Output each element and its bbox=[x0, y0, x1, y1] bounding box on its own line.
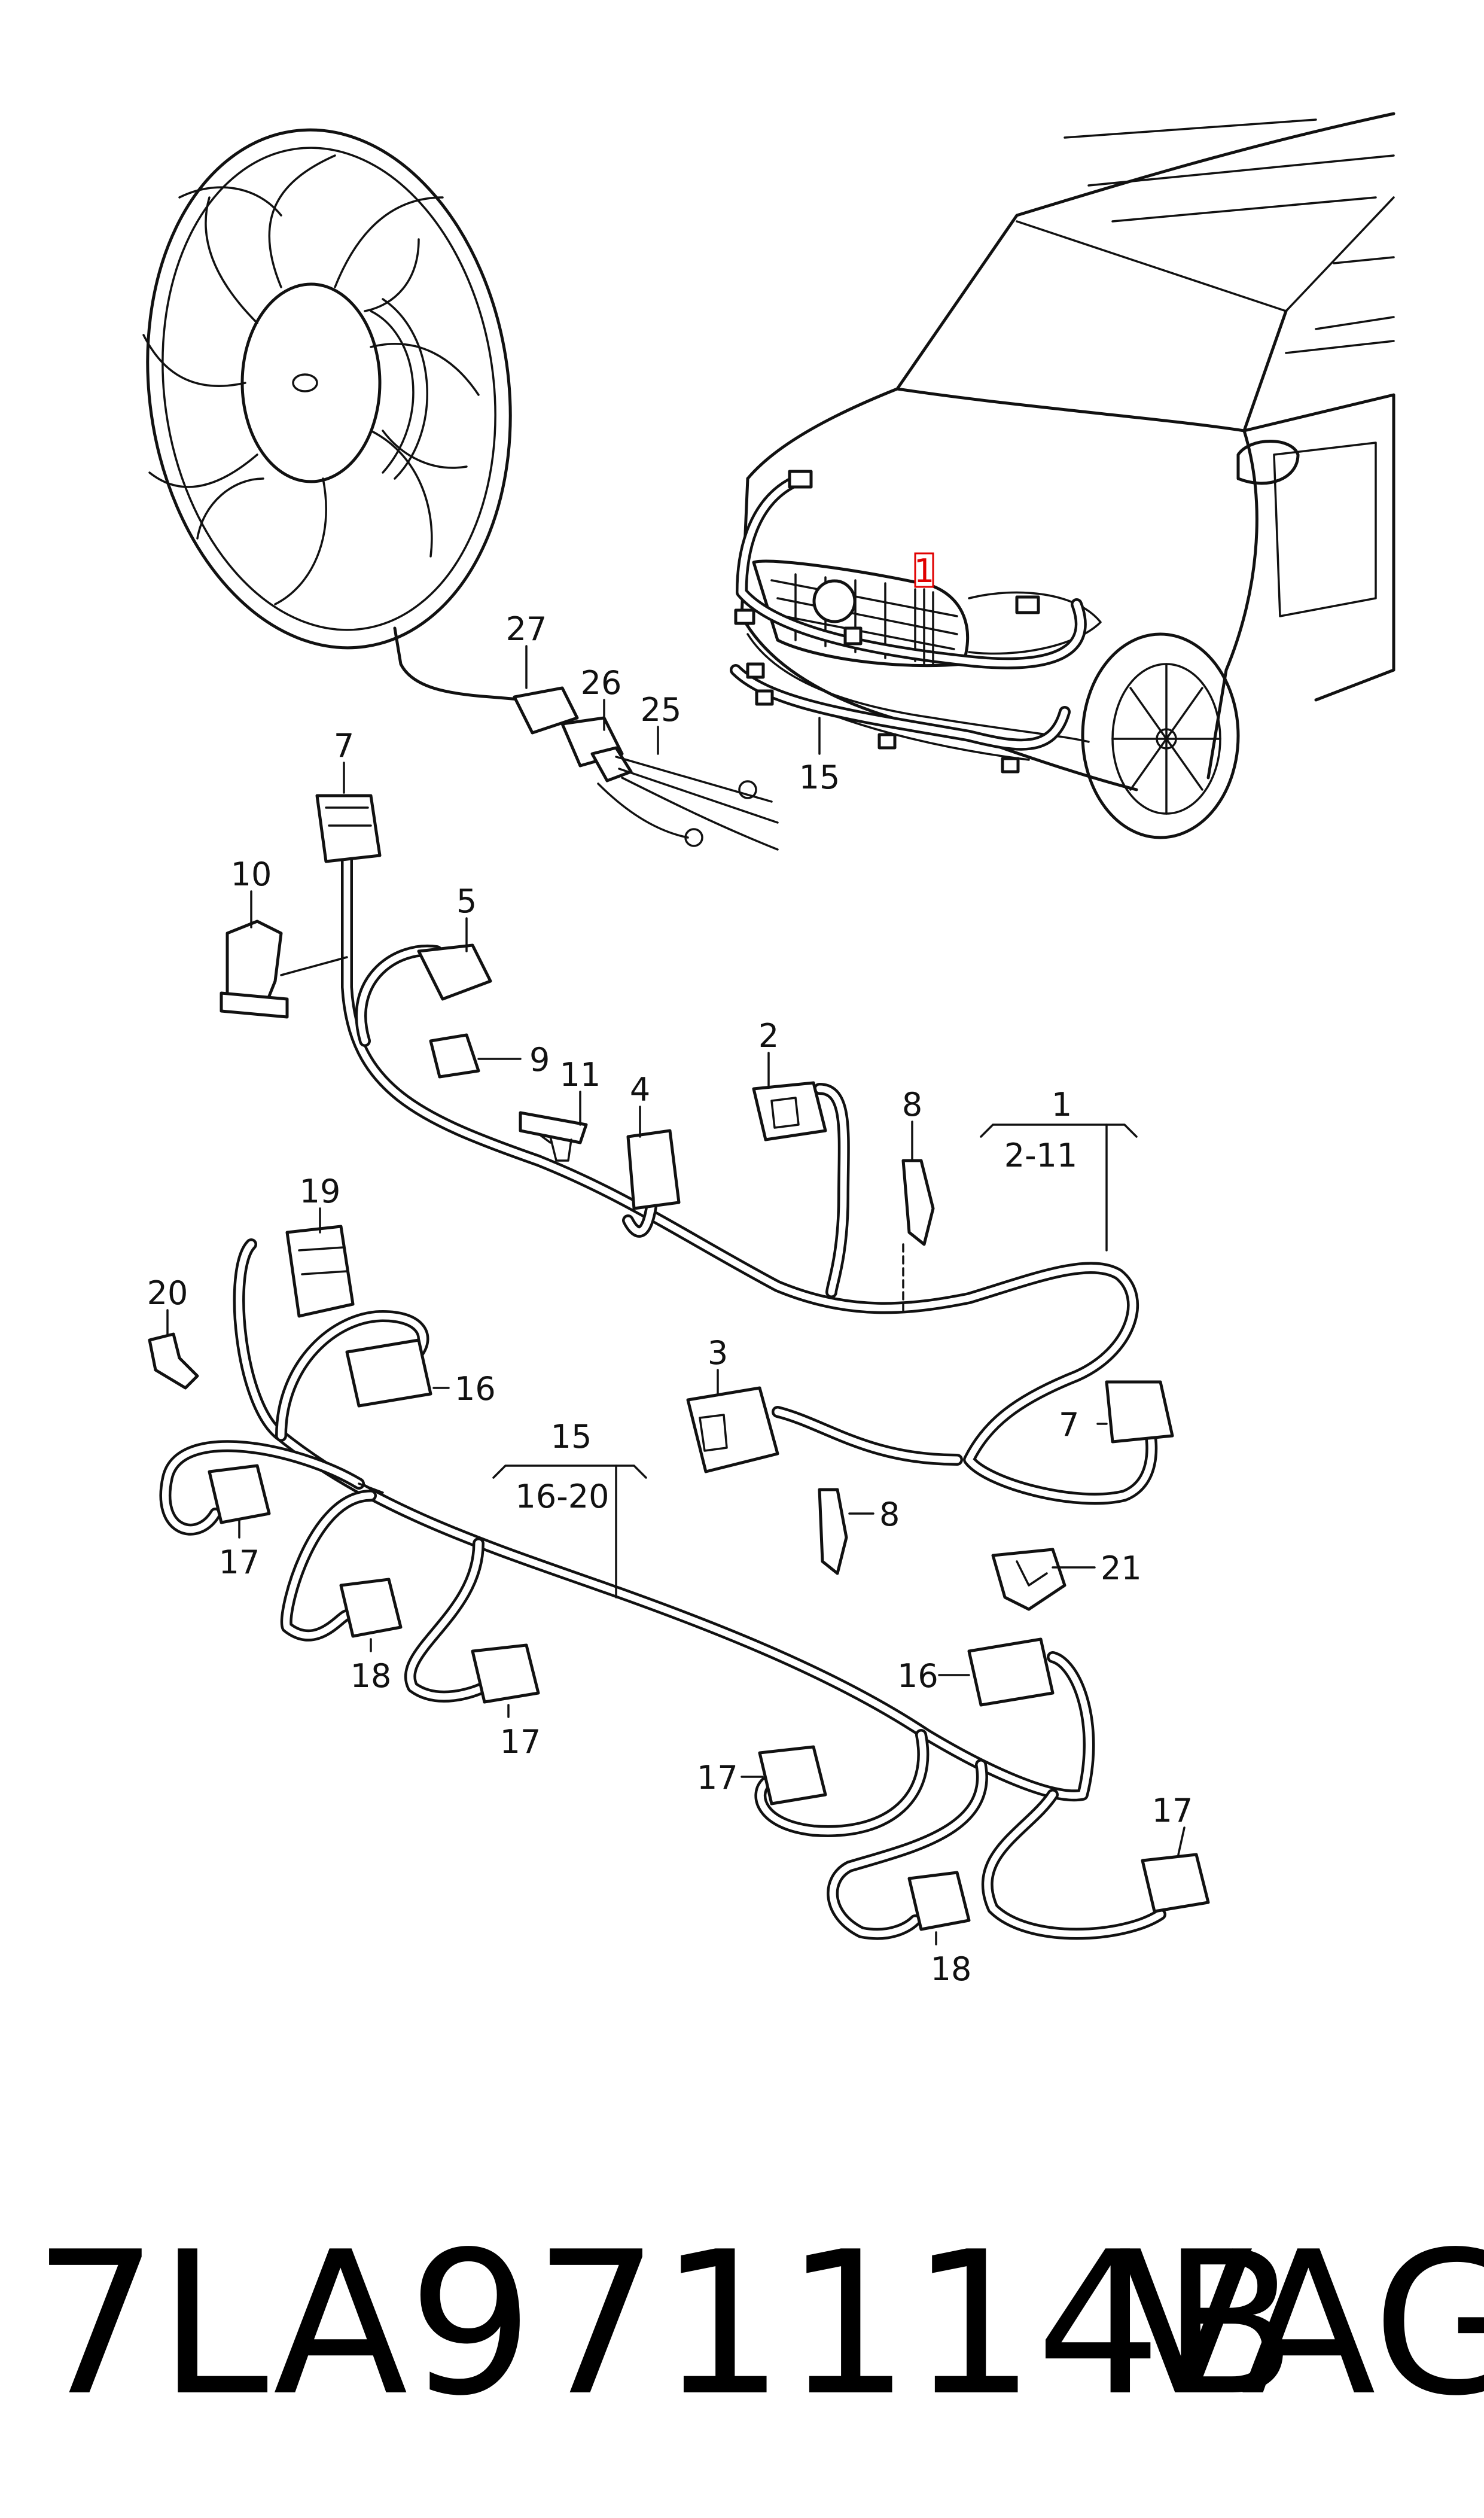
callout-11: 11 bbox=[560, 1056, 601, 1094]
callout-15: 15 bbox=[551, 1418, 592, 1456]
harness-1-drawing bbox=[220, 794, 1174, 1611]
brand-label: VAG bbox=[1119, 2209, 1484, 2439]
callout-20: 20 bbox=[147, 1274, 188, 1312]
callout-19: 19 bbox=[300, 1173, 341, 1210]
callout-17-a: 17 bbox=[219, 1543, 260, 1581]
part-number: 7LA971114B bbox=[33, 2209, 1297, 2439]
callout-17-d: 17 bbox=[1152, 1792, 1193, 1829]
callout-7-top: 7 bbox=[334, 727, 354, 765]
car-drawing bbox=[730, 112, 1395, 839]
callout-17-c: 17 bbox=[697, 1759, 738, 1797]
callout-15-range: 16-20 bbox=[516, 1478, 610, 1515]
harness-15-drawing bbox=[148, 1225, 1210, 1940]
callout-8-mid: 8 bbox=[879, 1496, 900, 1533]
callout-18-a: 18 bbox=[351, 1657, 392, 1695]
callout-7-right: 7 bbox=[1059, 1406, 1079, 1444]
callout-15-car: 15 bbox=[799, 759, 840, 796]
callout-8-top: 8 bbox=[902, 1086, 922, 1123]
callout-leaders bbox=[166, 552, 1186, 1945]
callout-5: 5 bbox=[456, 882, 477, 920]
callout-9: 9 bbox=[529, 1041, 550, 1079]
callout-25: 25 bbox=[641, 691, 682, 729]
callout-10: 10 bbox=[231, 855, 272, 893]
callout-26: 26 bbox=[581, 664, 622, 702]
callout-17-b: 17 bbox=[500, 1723, 541, 1761]
callout-labels: 1 27 26 25 15 7 10 5 9 11 4 2 8 1 2-11 1… bbox=[147, 552, 1193, 1988]
callout-4: 4 bbox=[630, 1071, 650, 1109]
callout-16-left: 16 bbox=[455, 1370, 496, 1408]
callout-27: 27 bbox=[506, 610, 547, 648]
fan-connectors-drawing bbox=[513, 686, 779, 851]
callout-3: 3 bbox=[708, 1334, 728, 1372]
radiator-fan-drawing bbox=[142, 128, 528, 702]
callout-1: 1 bbox=[1052, 1086, 1072, 1123]
callout-1-range: 2-11 bbox=[1004, 1137, 1078, 1174]
callout-21: 21 bbox=[1101, 1549, 1142, 1587]
callout-2: 2 bbox=[758, 1017, 779, 1055]
callout-1-highlighted: 1 bbox=[914, 552, 934, 590]
callout-16-right: 16 bbox=[897, 1657, 938, 1695]
callout-18-b: 18 bbox=[931, 1950, 972, 1988]
